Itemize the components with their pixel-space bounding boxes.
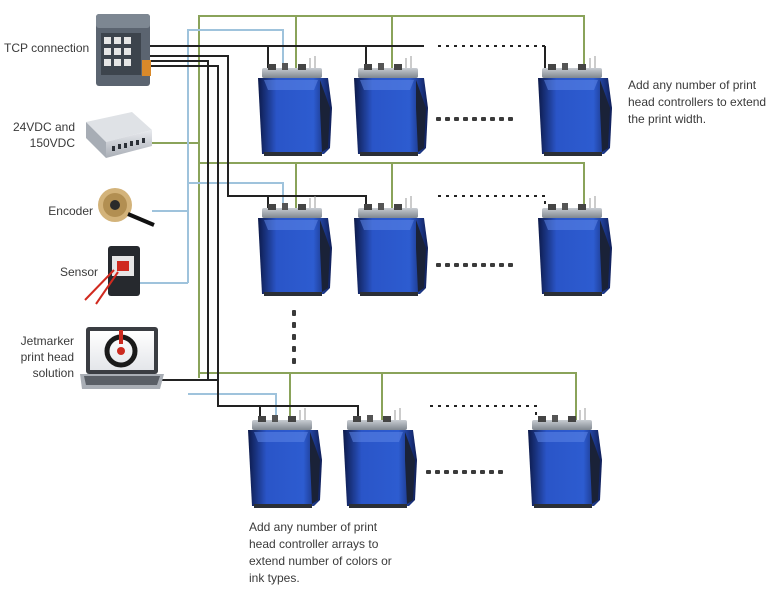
controller-row1-1 — [258, 56, 332, 156]
label-power: 24VDC and 150VDC — [12, 120, 75, 150]
note-print-width: Add any number of print head controllers… — [628, 78, 767, 126]
controller-row2-1 — [258, 196, 332, 296]
label-jetmarker: Jetmarker print head solution — [20, 334, 74, 380]
label-sensor: Sensor — [59, 265, 98, 279]
network-switch-icon — [96, 14, 151, 86]
sensor-icon — [84, 246, 140, 305]
encoder-icon — [98, 188, 155, 227]
controller-row3-1 — [248, 408, 322, 508]
continuation-dots — [292, 117, 513, 474]
controller-row3-3 — [528, 408, 602, 508]
controller-row2-3 — [538, 196, 612, 296]
label-tcp-connection: TCP connection — [4, 41, 90, 55]
controller-row2-2 — [354, 196, 428, 296]
controller-row3-2 — [343, 408, 417, 508]
controller-row1-3 — [538, 56, 612, 156]
note-controller-arrays: Add any number of print head controller … — [249, 520, 392, 585]
power-supply-icon — [86, 112, 152, 158]
controller-row1-2 — [354, 56, 428, 156]
label-encoder: Encoder — [48, 204, 93, 218]
laptop-icon — [80, 327, 164, 389]
